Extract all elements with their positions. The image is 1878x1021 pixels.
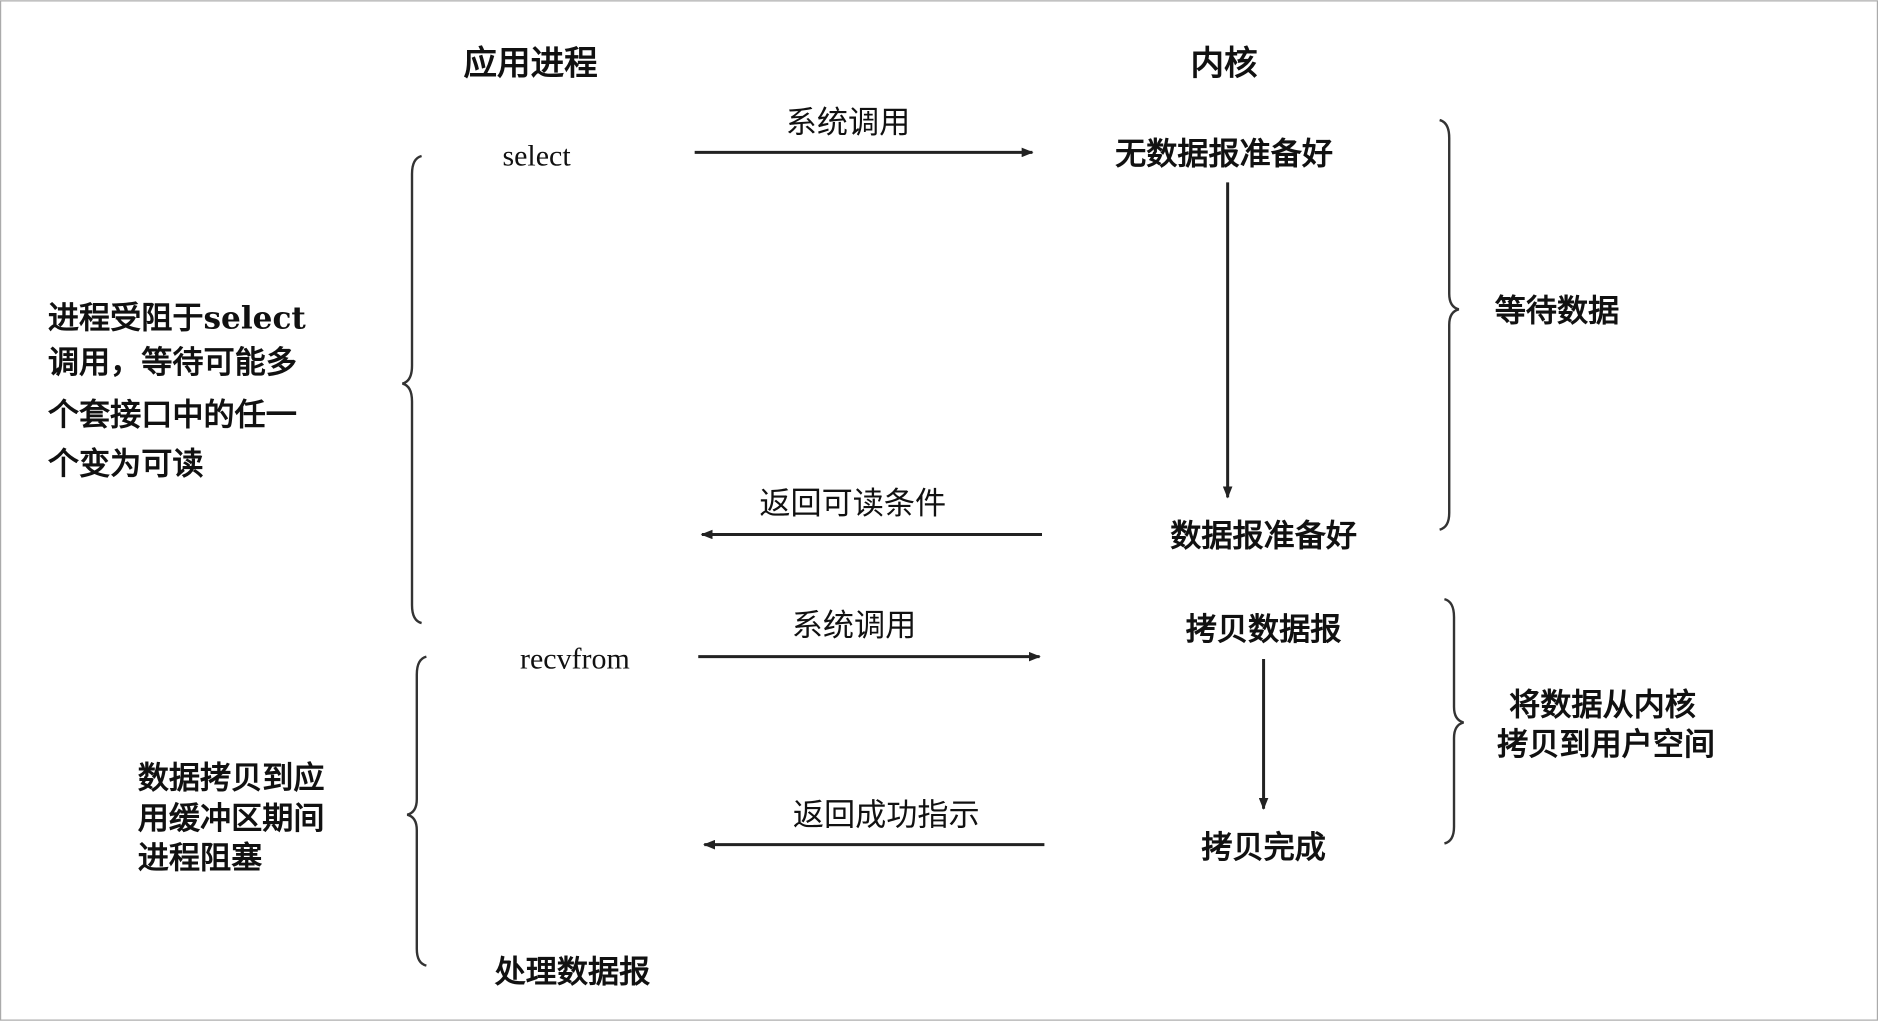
kernel-step-data-ready: 数据报准备好 [1170,518,1357,554]
header-app-process: 应用进程 [464,44,598,83]
label-return-ok: 返回成功指示 [793,797,980,833]
note-line: 拷贝到用户空间 [1497,727,1715,763]
kernel-step-copy: 拷贝数据报 [1186,612,1342,648]
note-line: 数据拷贝到应 [138,760,325,796]
left-brace-copy-block [406,655,427,967]
label-return-readable: 返回可读条件 [759,486,946,522]
kernel-step-no-data: 无数据报准备好 [1115,136,1333,172]
right-brace-wait [1439,118,1460,531]
right-brace-copy [1444,597,1464,845]
app-step-select: select [502,140,571,173]
left-brace-select-block [402,154,422,625]
note-line: 个套接口中的任一 [48,397,297,433]
app-step-process: 处理数据报 [494,954,651,990]
note-line: 个变为可读 [48,447,204,483]
label-syscall-2: 系统调用 [792,608,917,644]
note-line: 进程受阻于select [48,300,307,336]
header-kernel: 内核 [1191,44,1259,83]
note-line: 用缓冲区期间 [138,801,325,837]
note-blocked-copy: 数据拷贝到应 用缓冲区期间 进程阻塞 [138,760,325,876]
note-blocked-select: 进程受阻于select 调用，等待可能多 个套接口中的任一 个变为可读 [48,300,307,482]
note-wait-data: 等待数据 [1495,293,1620,329]
note-line: 进程阻塞 [138,841,263,877]
label-syscall-1: 系统调用 [786,105,911,141]
kernel-step-copy-done: 拷贝完成 [1201,830,1326,866]
note-line: 将数据从内核 [1509,687,1696,723]
note-copy-to-user: 将数据从内核 拷贝到用户空间 [1497,687,1715,763]
note-line: 调用，等待可能多 [48,345,297,381]
app-step-recvfrom: recvfrom [520,643,630,676]
